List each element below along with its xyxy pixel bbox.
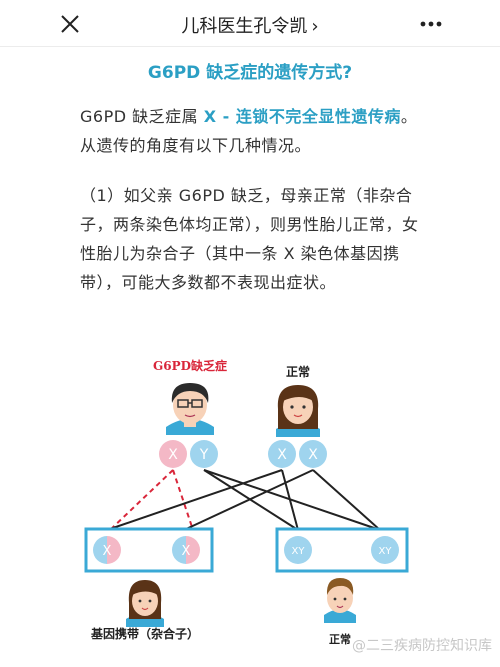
close-icon[interactable] xyxy=(58,12,82,36)
male-2-label: XY xyxy=(379,546,393,557)
article-title: G6PD 缺乏症的遗传方式? xyxy=(147,63,353,83)
chevron-right-icon: › xyxy=(311,16,319,37)
father-y-label: Y xyxy=(199,447,209,463)
girl-avatar xyxy=(126,580,164,627)
mother-x2-label: X xyxy=(308,447,318,463)
more-icon[interactable] xyxy=(418,12,444,36)
female-pair-2-label: X xyxy=(182,544,191,559)
father-x-label: X xyxy=(168,447,178,463)
watermark: @二三疾病防控知识库 xyxy=(352,637,492,654)
top-nav-bar: 儿科医生孔令凯› xyxy=(0,0,500,47)
male-chromosome-1: XY xyxy=(284,536,312,564)
father-chromosomes: X Y xyxy=(159,440,218,468)
paragraph-intro: G6PD 缺乏症属 X - 连锁不完全显性遗传病。从遗传的角度有以下几种情况。 xyxy=(80,102,425,160)
intro-highlight-text: X - 连锁不完全显性遗传病 xyxy=(203,107,401,126)
male-chromosome-2: XY xyxy=(371,536,399,564)
boy-label: 正常 xyxy=(329,632,351,646)
paragraph-case-1: （1）如父亲 G6PD 缺乏，母亲正常（非杂合子，两条染色体均正常），则男性胎儿… xyxy=(80,186,419,292)
boy-avatar xyxy=(324,578,356,623)
female-chromosome-pair-1: X xyxy=(93,536,121,564)
intro-tail-text: 。从遗传的角度有以下几种情况。 xyxy=(80,107,418,155)
female-chromosome-pair-2: X xyxy=(172,536,200,564)
male-1-label: XY xyxy=(292,546,306,557)
mother-x1-label: X xyxy=(277,447,287,463)
female-pair-1-label: X xyxy=(103,544,112,559)
father-avatar xyxy=(166,383,214,435)
inheritance-diagram: G6PD缺乏症 正常 X Y X X xyxy=(84,358,492,654)
inheritance-lines xyxy=(106,469,381,531)
father-label: G6PD缺乏症 xyxy=(153,358,227,373)
mother-avatar xyxy=(276,385,320,437)
account-name: 儿科医生孔令凯 xyxy=(181,16,308,37)
mother-chromosomes: X X xyxy=(268,440,327,468)
account-name-link[interactable]: 儿科医生孔令凯› xyxy=(0,12,500,38)
intro-lead-text: G6PD 缺乏症属 xyxy=(80,107,204,126)
girl-label: 基因携带（杂合子） xyxy=(90,626,199,641)
mother-label: 正常 xyxy=(286,364,310,379)
